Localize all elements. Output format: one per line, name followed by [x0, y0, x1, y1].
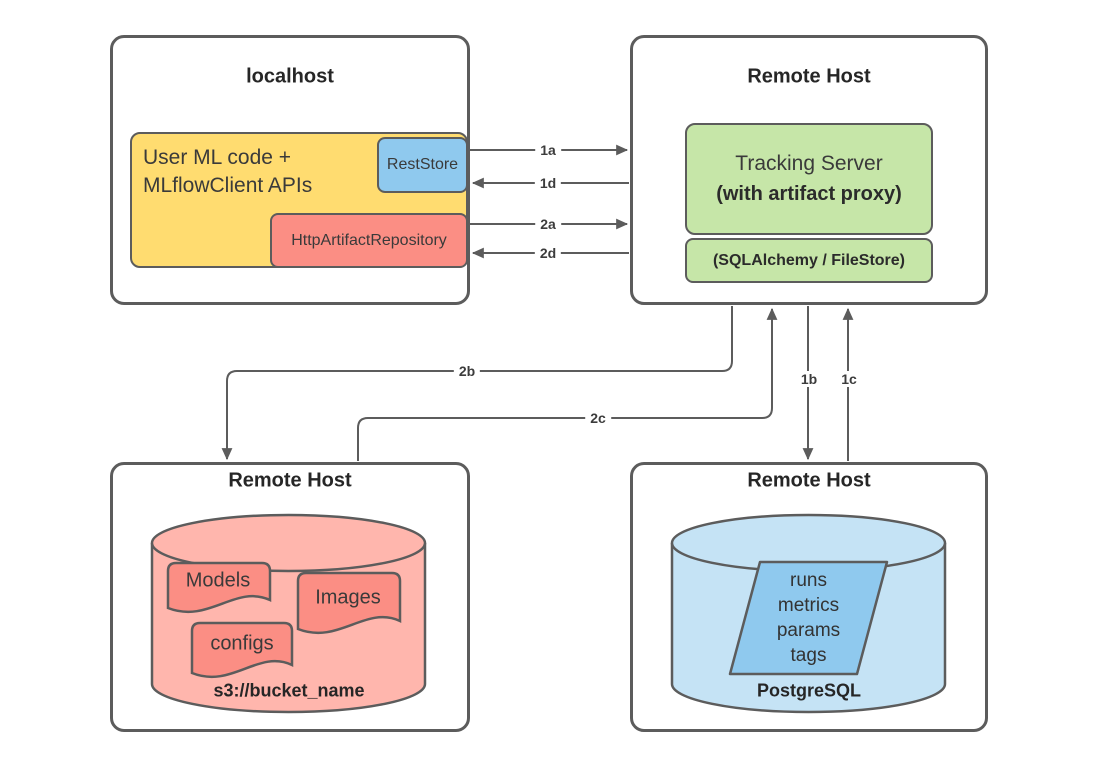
- rest-store-label: RestStore: [386, 156, 459, 173]
- edge-label-1c: 1c: [836, 371, 862, 387]
- edge-label-1d: 1d: [534, 175, 562, 191]
- edge-label-2d: 2d: [534, 245, 562, 261]
- postgresql-label: PostgreSQL: [756, 680, 862, 701]
- images-note-label: Images: [315, 586, 381, 609]
- http-artifact-repository-label: HttpArtifactRepository: [291, 231, 447, 249]
- edge-2b-arrow: [221, 306, 733, 461]
- edge-label-2b: 2b: [453, 363, 481, 379]
- edge-label-1a: 1a: [535, 142, 561, 158]
- artifact-host-title: Remote Host: [228, 469, 352, 492]
- configs-note-label: configs: [210, 632, 274, 655]
- db-table-params: params: [776, 620, 841, 641]
- models-note-label: Models: [185, 569, 251, 592]
- s3-bucket-label: s3://bucket_name: [213, 680, 365, 701]
- db-table-metrics: metrics: [777, 595, 840, 616]
- rest-store-box: RestStore: [377, 137, 468, 193]
- edge-label-2c: 2c: [585, 410, 611, 426]
- http-artifact-repository-box: HttpArtifactRepository: [270, 213, 468, 268]
- tracking-server-title: Tracking Server: [735, 152, 883, 175]
- db-host-title: Remote Host: [747, 469, 871, 492]
- edge-label-1b: 1b: [795, 371, 823, 387]
- user-ml-code-label: User ML code + MLflowClient APIs: [143, 144, 312, 200]
- tracking-server-subtitle: (with artifact proxy): [716, 183, 902, 205]
- edge-2c-arrow: [357, 307, 778, 461]
- localhost-title: localhost: [246, 65, 334, 88]
- db-table-tags: tags: [790, 645, 827, 666]
- backend-store-box: (SQLAlchemy / FileStore): [685, 238, 933, 283]
- user-ml-code-line1: User ML code +: [143, 146, 292, 169]
- tracking-host-title: Remote Host: [747, 65, 871, 88]
- tracking-server-box: Tracking Server (with artifact proxy): [685, 123, 933, 235]
- db-table-runs: runs: [790, 570, 827, 591]
- user-ml-code-line2: MLflowClient APIs: [143, 174, 313, 197]
- edge-label-2a: 2a: [535, 216, 561, 232]
- db-tables-list: runs metrics params tags: [730, 562, 887, 674]
- backend-store-label: (SQLAlchemy / FileStore): [712, 251, 906, 269]
